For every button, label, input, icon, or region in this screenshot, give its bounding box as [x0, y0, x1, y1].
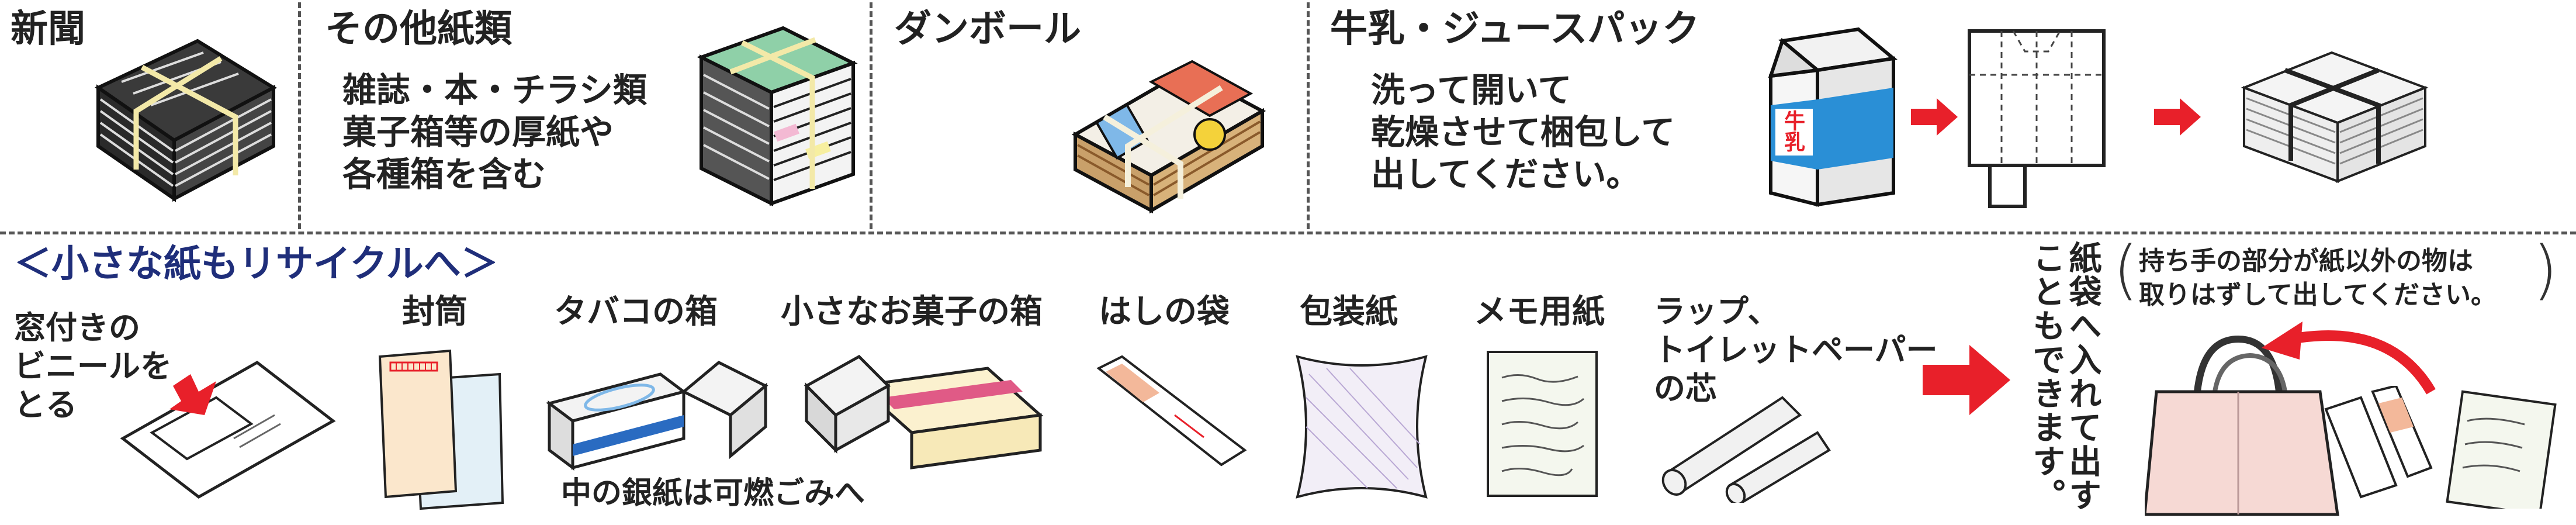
- divider-top-1: [298, 2, 301, 229]
- curved-arrow-icon: [2262, 322, 2436, 395]
- small-papers-icon: [2324, 386, 2557, 509]
- divider-middle: [0, 232, 2576, 234]
- milk-carton-label: 牛乳: [1781, 110, 1805, 152]
- envelope-icon: [378, 349, 504, 510]
- opened-carton-icon: [1968, 29, 2106, 208]
- magazine-bundle-icon: [697, 26, 858, 206]
- other-paper-description: 雑誌・本・チラシ類 菓子箱等の厚紙や 各種箱を含む: [342, 70, 647, 194]
- newspaper-title: 新聞: [11, 8, 85, 51]
- divider-top-3: [1307, 2, 1310, 229]
- milk-carton-icon: [1768, 27, 1898, 207]
- paper-bag-icon: [2145, 335, 2339, 516]
- item-label-chopstick-bag: はしの袋: [1099, 293, 1230, 331]
- cigarette-box-icon: [546, 361, 768, 471]
- item-label-envelope: 封筒: [402, 293, 468, 331]
- window-envelope-icon: [120, 361, 336, 499]
- other-paper-title: その他紙類: [325, 8, 512, 51]
- paper-bag-instruction: 紙袋へ入れて出す こともできます。: [2027, 241, 2101, 512]
- item-label-snack-box: 小さなお菓子の箱: [781, 293, 1043, 331]
- snack-box-icon: [804, 354, 1044, 469]
- memo-paper-icon: [1487, 351, 1598, 497]
- milk-carton-title: 牛乳・ジュースパック: [1330, 8, 1700, 51]
- wrapping-paper-icon: [1296, 355, 1428, 499]
- handle-removal-note: 持ち手の部分が紙以外の物は 取りはずして出してください。: [2139, 246, 2497, 310]
- cardboard-bundle-icon: [1071, 60, 1266, 214]
- arrow-right-icon: [2154, 98, 2201, 136]
- arrow-right-icon: [1923, 345, 2010, 415]
- foil-note: 中の銀紙は可燃ごみへ: [561, 476, 865, 511]
- note-paren-close: ): [2533, 232, 2558, 307]
- milk-carton-description: 洗って開いて 乾燥させて梱包して 出してください。: [1371, 70, 1675, 194]
- item-label-core: ラップ、 トイレットペーパー の芯: [1654, 293, 1938, 407]
- cardboard-title: ダンボール: [894, 8, 1081, 51]
- carton-bundle-icon: [2241, 51, 2429, 183]
- item-label-window-envelope: 窓付きの ビニールを とる: [14, 309, 172, 423]
- paper-core-icon: [1661, 396, 1831, 503]
- divider-top-2: [870, 2, 872, 229]
- item-label-wrapping-paper: 包装紙: [1300, 293, 1398, 331]
- chopstick-bag-icon: [1096, 355, 1247, 467]
- section-title: ＜小さな紙もリサイクルへ＞: [14, 243, 498, 286]
- newspaper-bundle-icon: [95, 39, 278, 202]
- item-label-memo-paper: メモ用紙: [1474, 293, 1605, 331]
- arrow-right-icon: [1911, 98, 1958, 136]
- note-paren-open: (: [2113, 232, 2138, 307]
- item-label-cigarette-box: タバコの箱: [554, 293, 718, 331]
